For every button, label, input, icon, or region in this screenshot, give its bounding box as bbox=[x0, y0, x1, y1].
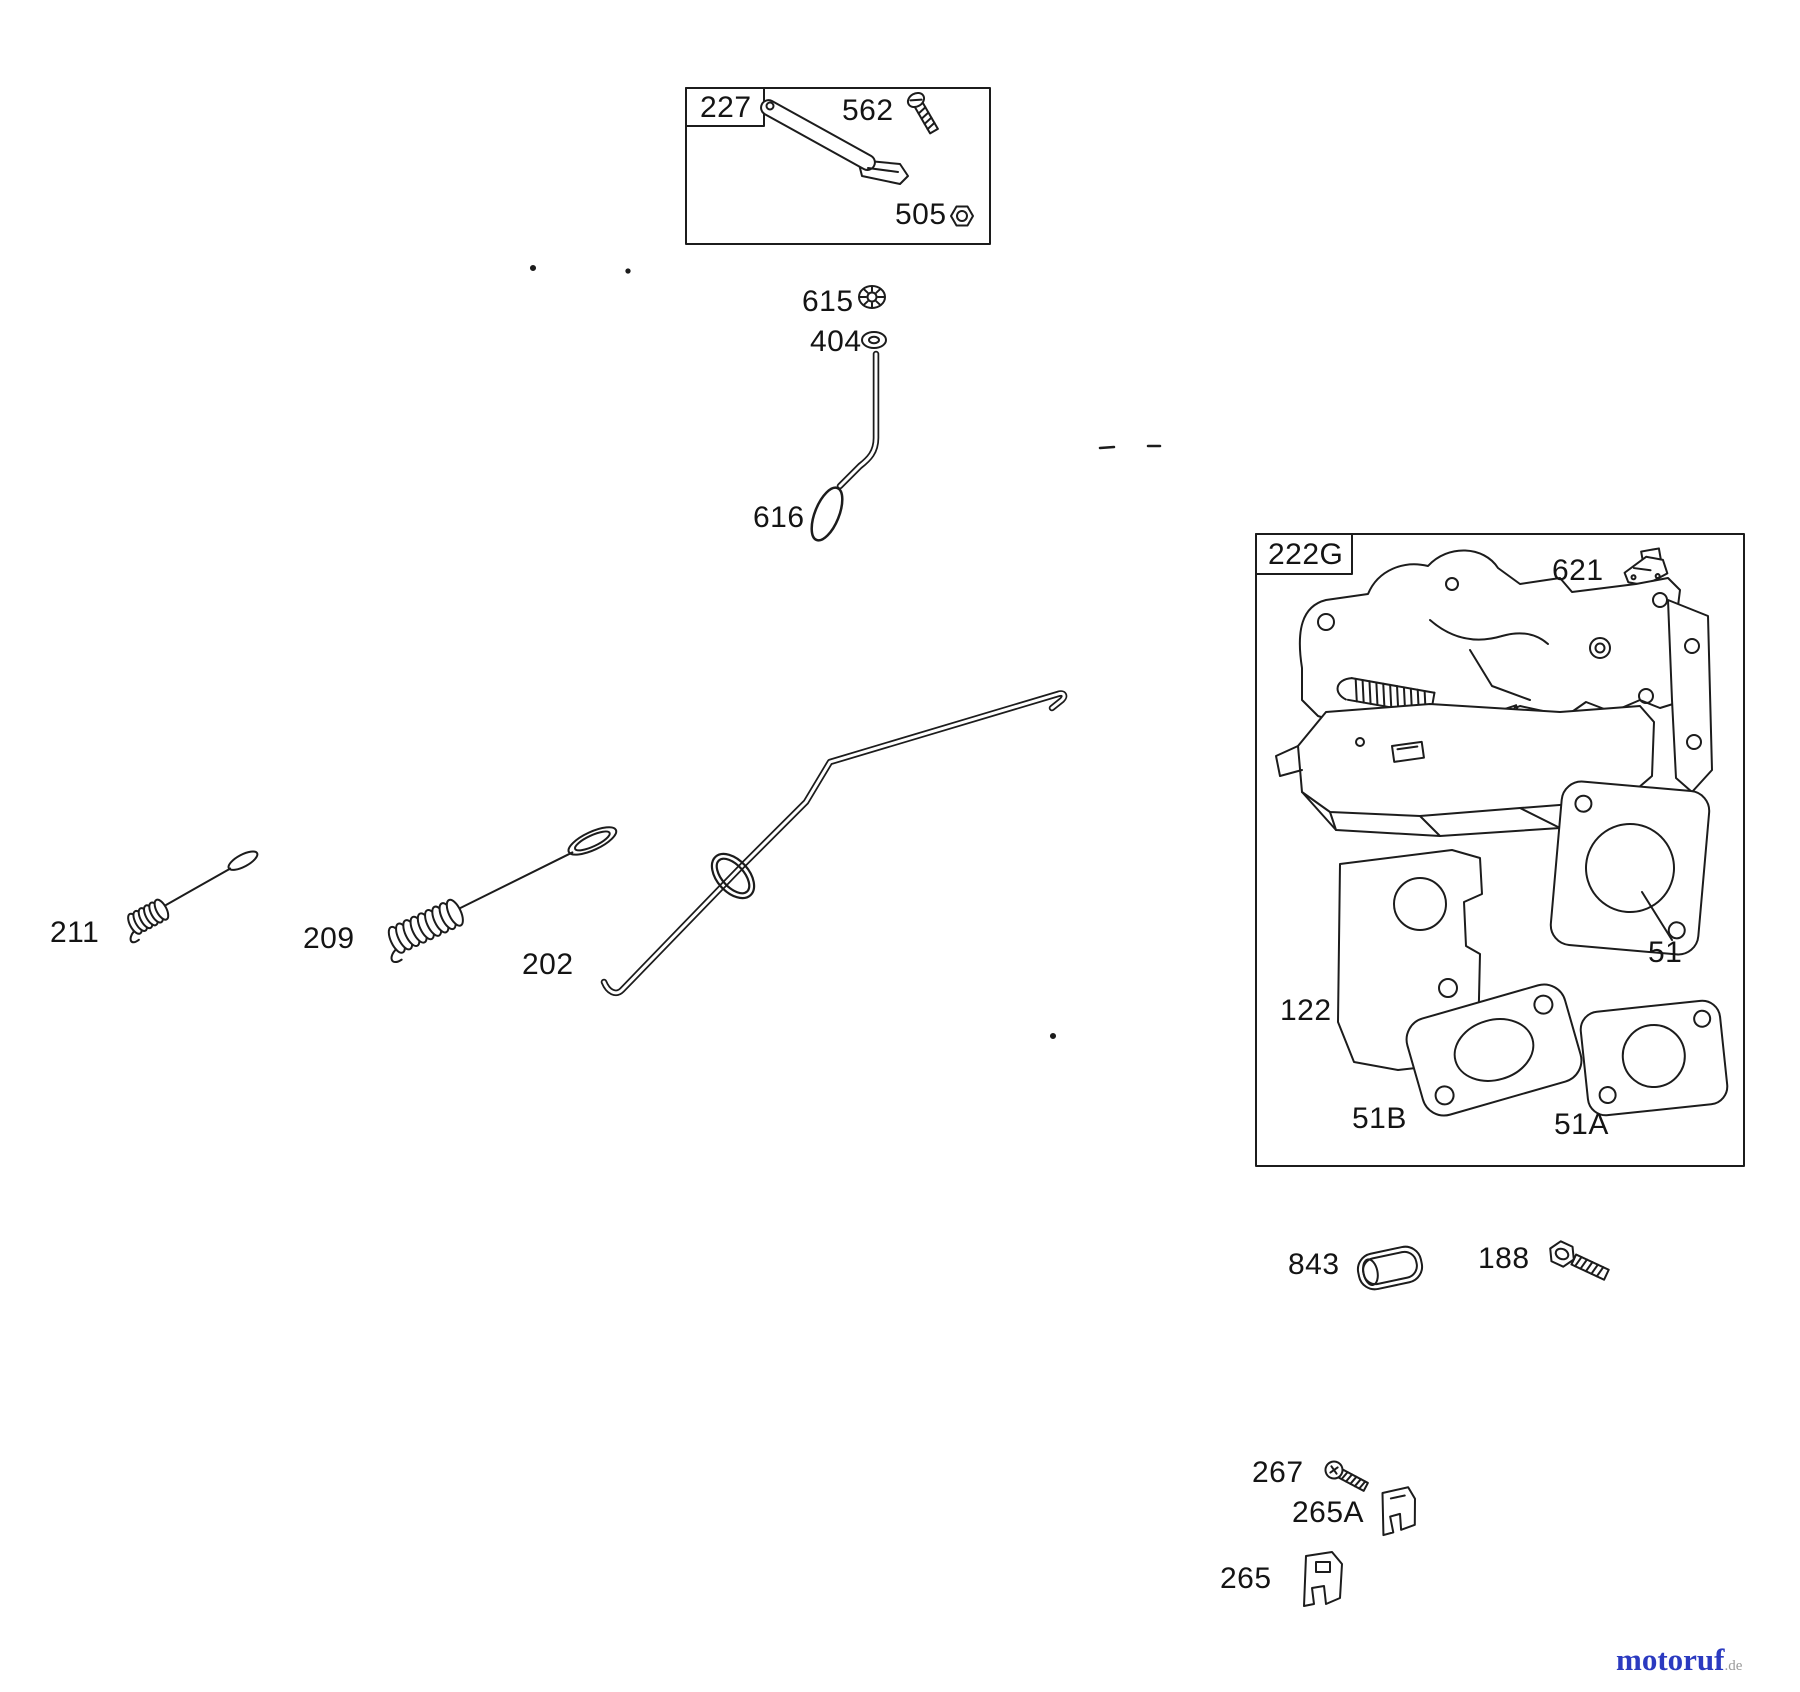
part-label-51b: 51B bbox=[1352, 1102, 1407, 1135]
bracket-spring-graphic bbox=[1336, 677, 1436, 716]
washer-404-graphic bbox=[861, 331, 887, 349]
part-label-211: 211 bbox=[50, 916, 100, 949]
part-label-562: 562 bbox=[842, 94, 894, 127]
part-label-188: 188 bbox=[1478, 1242, 1530, 1275]
leader-line-51 bbox=[1641, 891, 1673, 941]
part-label-202: 202 bbox=[522, 948, 574, 981]
group-222g-frame bbox=[1255, 533, 1745, 1167]
control-backplate-graphic bbox=[1298, 549, 1705, 727]
part-label-122: 122 bbox=[1280, 994, 1332, 1027]
spacer-body-graphic bbox=[1275, 703, 1655, 837]
group-222g-assembly bbox=[1255, 533, 1745, 1167]
watermark-suffix: .de bbox=[1724, 1658, 1743, 1674]
screw-562-graphic bbox=[906, 91, 939, 135]
nut-505-graphic bbox=[950, 205, 974, 227]
rod-202-graphic bbox=[600, 690, 1068, 996]
gasket-51b-graphic bbox=[1405, 983, 1583, 1117]
screw-267-graphic bbox=[1324, 1460, 1369, 1492]
lever-227-graphic bbox=[760, 99, 909, 185]
bracket-621-graphic bbox=[1623, 547, 1669, 587]
gasket-51-graphic bbox=[1549, 780, 1711, 956]
part-label-51: 51 bbox=[1648, 936, 1683, 969]
right-flange-graphic bbox=[1667, 599, 1713, 793]
clip-265a-graphic bbox=[1381, 1486, 1416, 1537]
spring-209-graphic bbox=[387, 826, 618, 964]
part-label-505: 505 bbox=[895, 198, 947, 231]
part-label-843: 843 bbox=[1288, 1248, 1340, 1281]
group-label-227: 227 bbox=[700, 91, 752, 124]
watermark: motoruf.de bbox=[1616, 1642, 1742, 1678]
part-label-265a: 265A bbox=[1292, 1496, 1365, 1529]
rod-616-graphic bbox=[810, 350, 880, 542]
group-label-222g: 222G bbox=[1268, 538, 1344, 571]
clip-265-graphic bbox=[1303, 1551, 1343, 1607]
part-label-621: 621 bbox=[1552, 554, 1604, 587]
part-label-209: 209 bbox=[303, 922, 355, 955]
spring-211-graphic bbox=[127, 850, 259, 944]
part-label-404: 404 bbox=[810, 325, 862, 358]
group-227-frame bbox=[685, 87, 991, 245]
group-227-assembly bbox=[685, 87, 991, 245]
washer-615-graphic bbox=[858, 285, 886, 309]
part-label-265: 265 bbox=[1220, 1562, 1272, 1595]
part-label-616: 616 bbox=[753, 501, 805, 534]
bolt-188-graphic bbox=[1549, 1240, 1610, 1281]
watermark-brand: motoruf bbox=[1616, 1642, 1725, 1677]
part-label-615: 615 bbox=[802, 285, 854, 318]
gasket-51a-graphic bbox=[1579, 999, 1729, 1117]
scan-specks bbox=[529, 264, 1162, 1040]
sleeve-843-graphic bbox=[1356, 1245, 1424, 1291]
group-222g-label-box bbox=[1255, 533, 1353, 575]
part-label-267: 267 bbox=[1252, 1456, 1304, 1489]
part-label-51a: 51A bbox=[1554, 1108, 1609, 1141]
